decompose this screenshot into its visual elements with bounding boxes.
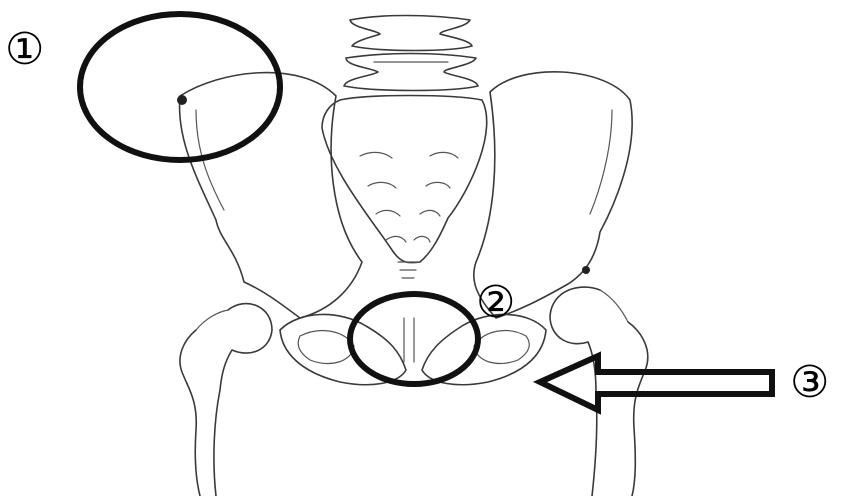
marker-label-3: ③ bbox=[790, 361, 829, 405]
circle-marker-iliac-crest bbox=[80, 14, 280, 160]
femur-left bbox=[180, 304, 272, 496]
ilium-left bbox=[177, 73, 362, 318]
lumbar-spine bbox=[344, 16, 478, 91]
arrow-marker-pubic-ramus bbox=[540, 356, 772, 410]
sacrum bbox=[322, 96, 487, 279]
marker-label-1: ① bbox=[5, 28, 44, 72]
marker-label-2: ② bbox=[476, 281, 515, 325]
